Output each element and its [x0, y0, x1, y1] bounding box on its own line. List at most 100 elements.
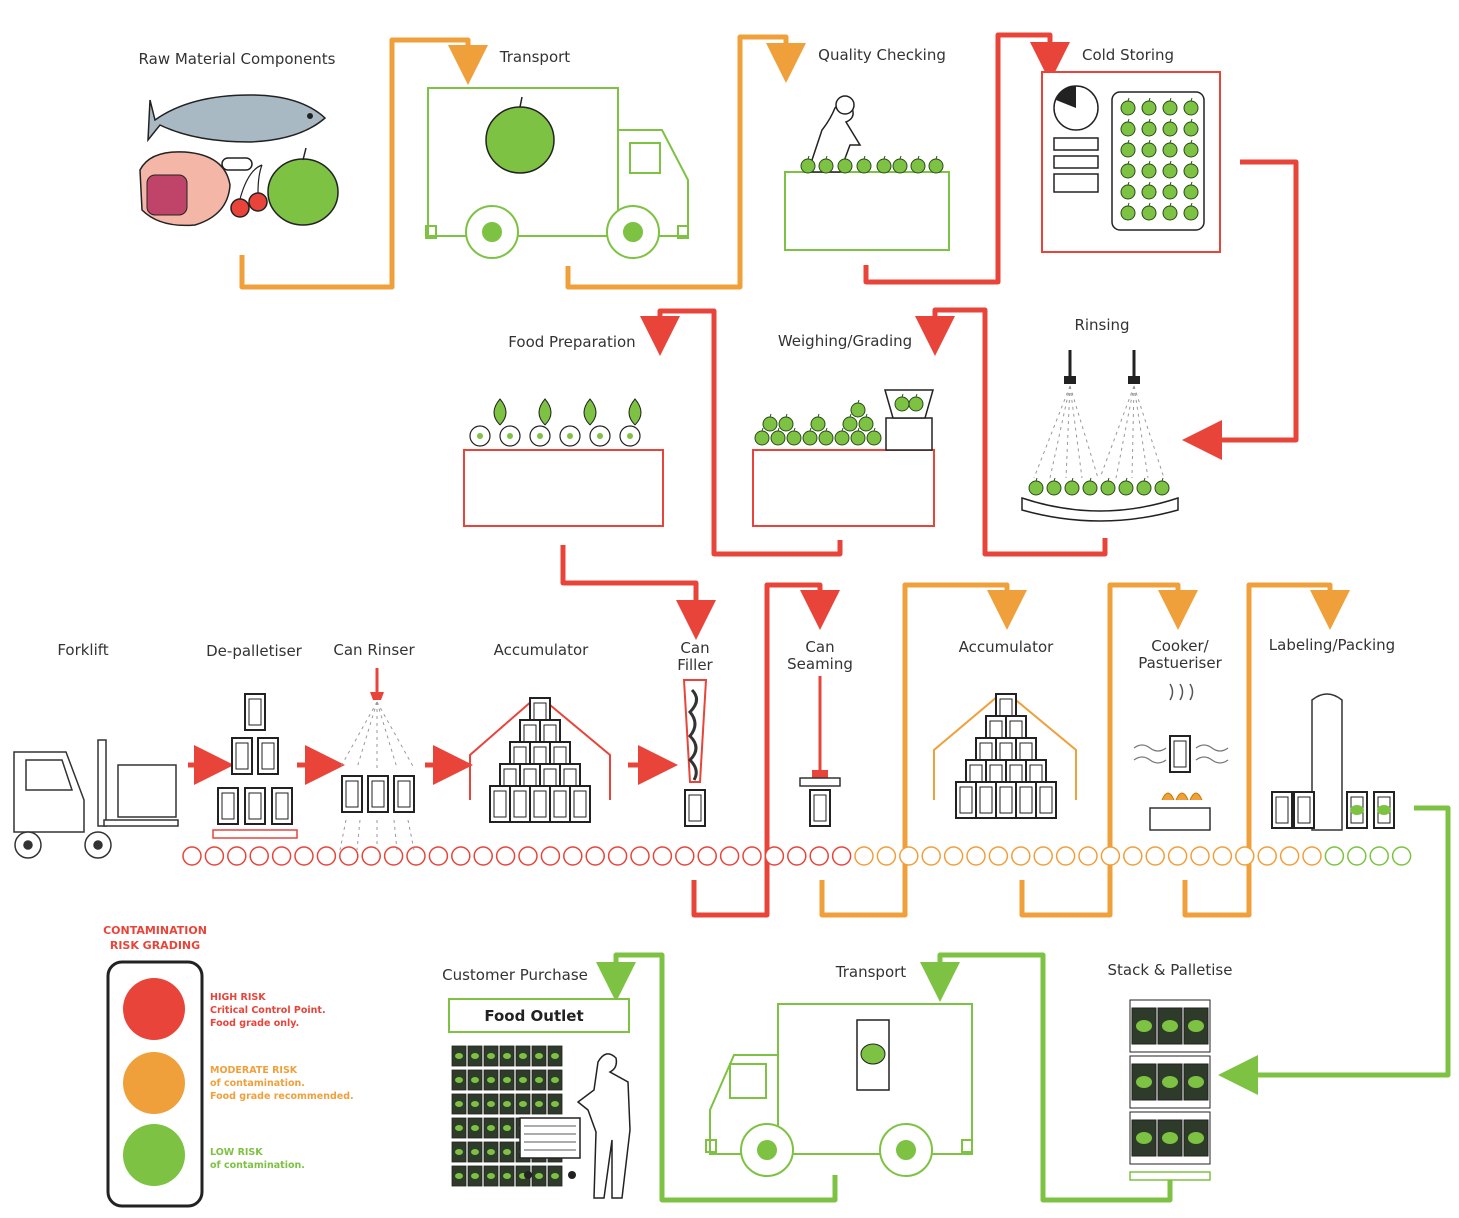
shelf-can-icon [547, 1093, 563, 1115]
flow-prep-to-filler [560, 545, 716, 640]
label-can-filler-line2: Filler [677, 656, 713, 674]
shelf-can-icon [451, 1093, 467, 1115]
apple-icon [928, 155, 944, 174]
flow-transport-to-customer [596, 952, 838, 1203]
conveyor-roller [607, 846, 628, 866]
apple-icon [876, 155, 892, 174]
label-customer-purchase: Customer Purchase [442, 966, 588, 984]
can-icon [257, 737, 279, 775]
can-icon [1035, 781, 1057, 819]
conveyor-roller [585, 846, 605, 866]
apple-icon [1154, 477, 1170, 496]
can-icon [231, 737, 253, 775]
conveyor-roller [943, 846, 964, 866]
shelf-can-icon [531, 1165, 547, 1187]
conveyor-roller [563, 846, 583, 866]
conveyor-roller [540, 846, 561, 866]
label-rinsing: Rinsing [1074, 316, 1129, 334]
conveyor-roller [1190, 846, 1210, 866]
shelf-can-icon [467, 1117, 483, 1139]
can-icon [509, 785, 531, 823]
conveyor-roller [899, 846, 919, 866]
can-icon [271, 787, 293, 825]
conveyor-roller [451, 846, 471, 866]
conveyor-roller [182, 846, 202, 866]
shelf-can-icon [499, 1069, 515, 1091]
flow-raw-to-transport [239, 37, 488, 290]
conveyor-roller [988, 846, 1009, 866]
can-icon [975, 781, 997, 819]
flow-cold-to-rinsing [1182, 159, 1299, 460]
shelf-can-icon [467, 1141, 483, 1163]
conveyor-roller [1279, 846, 1300, 866]
shelf-can-icon [467, 1093, 483, 1115]
conveyor-roller [809, 846, 829, 866]
conveyor-roller [1078, 846, 1098, 866]
label-depalletiser: De-palletiser [206, 642, 303, 660]
shelf-can-icon [451, 1117, 467, 1139]
conveyor-roller [1235, 846, 1255, 866]
quality-checking-illustration [784, 95, 950, 251]
food-outlet-illustration: Food Outlet [448, 998, 631, 1199]
conveyor-roller [294, 846, 314, 866]
stack-palletise-illustration [1129, 999, 1211, 1181]
can-icon [393, 775, 415, 813]
conveyor-roller [1033, 846, 1053, 866]
shelf-can-icon [483, 1141, 499, 1163]
legend-high-line1: HIGH RISK [210, 992, 266, 1003]
apple-icon [1064, 477, 1080, 496]
legend-low-line1: LOW RISK [210, 1147, 263, 1158]
low-risk-light [123, 1124, 185, 1186]
cart-icon [519, 1117, 581, 1159]
conveyor-roller [383, 846, 404, 866]
conveyor-roller [473, 846, 493, 866]
apple-icon [1100, 477, 1116, 496]
shelf-can-icon [451, 1045, 467, 1067]
conveyor-roller [1167, 846, 1188, 866]
apple-icon [1046, 477, 1062, 496]
conveyor-roller [764, 846, 785, 866]
can-filler-illustration [682, 679, 708, 827]
apple-icon [810, 413, 826, 432]
can-icon [1183, 1119, 1209, 1157]
weighing-illustration [752, 389, 935, 527]
can-icon [1131, 1119, 1157, 1157]
can-icon [341, 775, 363, 813]
apple-icon [1082, 477, 1098, 496]
can-icon [529, 785, 551, 823]
conveyor-roller [1123, 846, 1143, 866]
shelf-can-icon [499, 1141, 515, 1163]
accumulator-2-illustration [933, 693, 1077, 819]
stage-labels: Raw Material Components Transport Qualit… [57, 46, 1395, 984]
shelf-can-icon [483, 1045, 499, 1067]
legend-moderate-line1: MODERATE RISK [210, 1065, 298, 1076]
apple-icon [1136, 477, 1152, 496]
can-icon [217, 787, 239, 825]
conveyor-roller [1055, 846, 1076, 866]
legend-moderate-line3: Food grade recommended. [210, 1091, 354, 1102]
apple-half-icon [559, 425, 581, 447]
conveyor-roller [719, 846, 740, 866]
label-transport-out: Transport [835, 963, 907, 981]
conveyor-roller [361, 846, 381, 866]
conveyor-roller [1257, 846, 1277, 866]
label-can-seaming-line2: Seaming [787, 655, 853, 673]
conveyor-roller [339, 846, 359, 866]
shelf-can-icon [531, 1069, 547, 1091]
conveyor-roller [787, 846, 807, 866]
conveyor-roller [316, 846, 337, 866]
risk-legend: CONTAMINATION RISK GRADING HIGH RISK Cri… [103, 924, 354, 1208]
label-stack-palletise: Stack & Palletise [1108, 961, 1233, 979]
conveyor-roller [966, 846, 986, 866]
conveyor-roller [249, 846, 269, 866]
can-icon [955, 781, 977, 819]
conveyor-roller [742, 846, 762, 866]
shelf-can-icon [483, 1093, 499, 1115]
cold-storing-illustration [1041, 71, 1221, 253]
conveyor-roller [1347, 846, 1367, 866]
legend-title-line1: CONTAMINATION [103, 924, 207, 937]
apple-half-icon [469, 425, 491, 447]
fish-icon [147, 94, 327, 143]
conveyor-roller [1011, 846, 1031, 866]
